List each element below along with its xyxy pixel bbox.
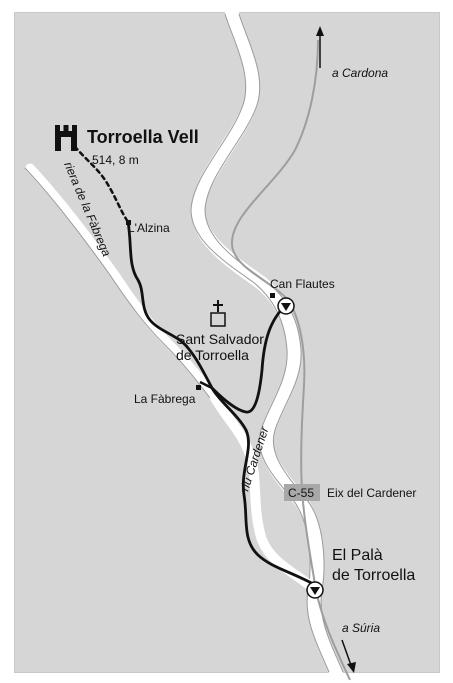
waypoint-fabrega [196, 385, 201, 390]
triangle-down-marker-icon [277, 297, 295, 315]
can-flautes-label: Can Flautes [270, 277, 335, 291]
road-code-label: C-55 [288, 486, 314, 500]
dashed-path-castle [68, 138, 130, 224]
to-suria-label: a Súria [342, 621, 380, 635]
alzina-label: L'Alzina [128, 221, 170, 235]
sanctuary-label-line2: de Torroella [176, 347, 249, 363]
hiking-route [126, 220, 317, 587]
to-cardona-label: a Cardona [332, 66, 388, 80]
triangle-down-marker-icon [306, 581, 324, 599]
castle-label: Torroella Vell [87, 127, 199, 147]
river-tributary-lower [210, 393, 320, 595]
arrow-up-icon [316, 26, 324, 68]
road-c55 [230, 39, 351, 681]
town-label-line2: de Torroella [332, 567, 415, 584]
elevation-label: 514, 8 m [92, 153, 139, 167]
church-cross-icon [210, 300, 226, 327]
arrow-down-icon [341, 639, 356, 673]
stream-riera-fabrega [24, 163, 220, 403]
waypoint-can-flautes [270, 293, 275, 298]
sanctuary-label-line1: Sant Salvador [176, 331, 264, 347]
castle-icon [55, 125, 77, 151]
fabrega-label: La Fàbrega [134, 392, 196, 406]
map-frame [14, 12, 440, 673]
road-badge-c55 [284, 484, 320, 501]
town-label-line1: El Palà [332, 547, 383, 564]
waypoint-alzina [126, 220, 131, 225]
road-name-label: Eix del Cardener [327, 486, 416, 500]
